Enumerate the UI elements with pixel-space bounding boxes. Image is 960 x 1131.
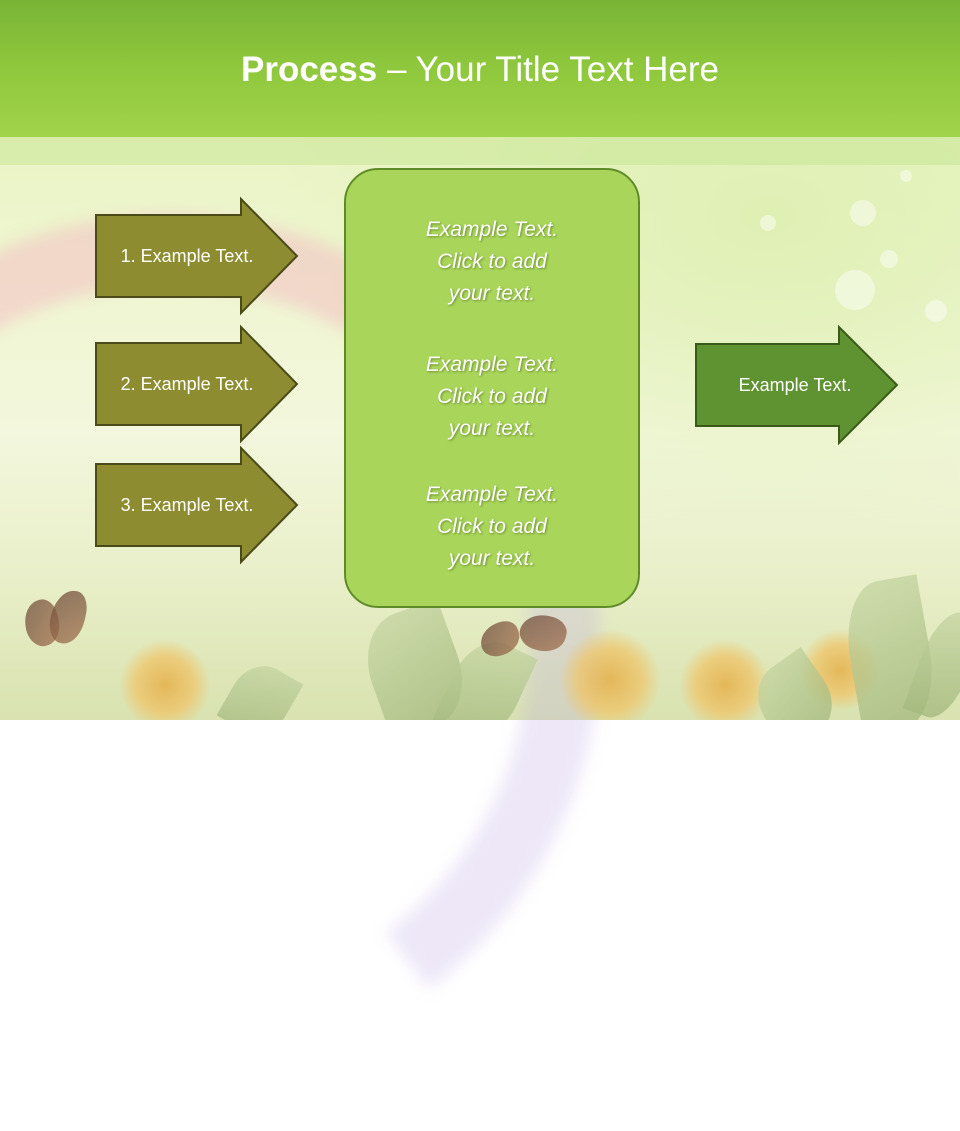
flower-image xyxy=(560,630,660,720)
panel-line: Example Text. xyxy=(425,218,559,241)
bokeh-light xyxy=(880,250,898,268)
panel-line: your text. xyxy=(448,417,536,440)
panel-line: your text. xyxy=(448,282,536,305)
panel-text-block[interactable]: Example Text. Click to add your text. xyxy=(346,349,638,445)
content-panel[interactable]: Example Text. Click to add your text. Ex… xyxy=(344,168,640,608)
step-label: 1. Example Text. xyxy=(120,245,254,266)
title-rest-part: – Your Title Text Here xyxy=(377,50,719,89)
panel-line: Example Text. xyxy=(425,353,559,376)
flower-image xyxy=(120,640,210,720)
title-bar xyxy=(0,0,960,137)
result-arrow[interactable]: Example Text. xyxy=(695,324,899,446)
butterfly-image xyxy=(475,609,570,665)
foliage-decoration xyxy=(0,570,960,720)
panel-text-block[interactable]: Example Text. Click to add your text. xyxy=(346,479,638,575)
bokeh-light xyxy=(835,270,875,310)
panel-line: your text. xyxy=(448,547,536,570)
arrow-shape xyxy=(95,324,299,444)
bokeh-light xyxy=(760,215,776,231)
panel-text-block[interactable]: Example Text. Click to add your text. xyxy=(346,214,638,310)
bokeh-light xyxy=(850,200,876,226)
title-bar-strip xyxy=(0,137,960,165)
panel-line: Example Text. xyxy=(425,483,559,506)
step-label: 2. Example Text. xyxy=(120,373,254,394)
step-arrow-2[interactable]: 2. Example Text. xyxy=(95,324,299,444)
flower-image xyxy=(680,640,770,720)
slide-title[interactable]: Process – Your Title Text Here xyxy=(0,50,960,90)
leaf-image xyxy=(216,654,304,720)
bokeh-light xyxy=(925,300,947,322)
panel-line: Click to add xyxy=(437,385,547,408)
step-label: 3. Example Text. xyxy=(120,494,254,515)
butterfly-image xyxy=(19,587,91,670)
arrow-shape xyxy=(695,324,899,446)
bokeh-light xyxy=(900,170,912,182)
step-arrow-1[interactable]: 1. Example Text. xyxy=(95,196,299,316)
result-label: Example Text. xyxy=(738,374,852,395)
title-bold-part: Process xyxy=(241,50,378,89)
panel-line: Click to add xyxy=(437,515,547,538)
arrow-shape xyxy=(95,445,299,565)
panel-line: Click to add xyxy=(437,250,547,273)
step-arrow-3[interactable]: 3. Example Text. xyxy=(95,445,299,565)
arrow-shape xyxy=(95,196,299,316)
